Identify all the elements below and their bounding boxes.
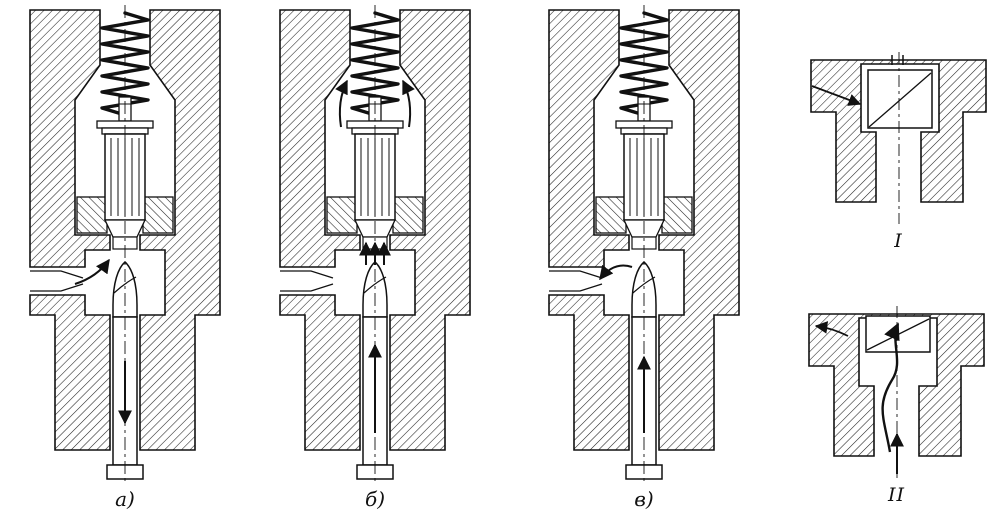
- caption-detail-1: I: [894, 230, 903, 252]
- caption-section-c: в): [634, 487, 654, 511]
- pump-section-b-drawing: [278, 5, 472, 483]
- flow-arrows: [74, 258, 132, 425]
- valve-detail-2: II: [804, 306, 989, 506]
- valve-detail-1: I: [806, 52, 991, 252]
- pump-section-c-drawing: [547, 5, 741, 483]
- caption-section-b: б): [364, 487, 385, 511]
- caption-section-a: а): [115, 487, 135, 511]
- valve-open: [865, 315, 931, 353]
- pump-section-a-drawing: [28, 5, 222, 483]
- seat-leader-arrow: [811, 85, 862, 106]
- valve-closed: [867, 55, 933, 129]
- pump-section-c: в): [534, 5, 754, 510]
- pump-section-a: а): [15, 5, 235, 510]
- pump-section-b: б): [265, 5, 485, 510]
- flow-arrows: [599, 264, 651, 433]
- caption-detail-2: II: [887, 484, 905, 506]
- valve-detail-1-drawing: [810, 52, 987, 224]
- valve-seat-housing: [808, 313, 985, 457]
- valve-detail-2-drawing: [808, 306, 985, 478]
- flow-arrows: [335, 79, 415, 433]
